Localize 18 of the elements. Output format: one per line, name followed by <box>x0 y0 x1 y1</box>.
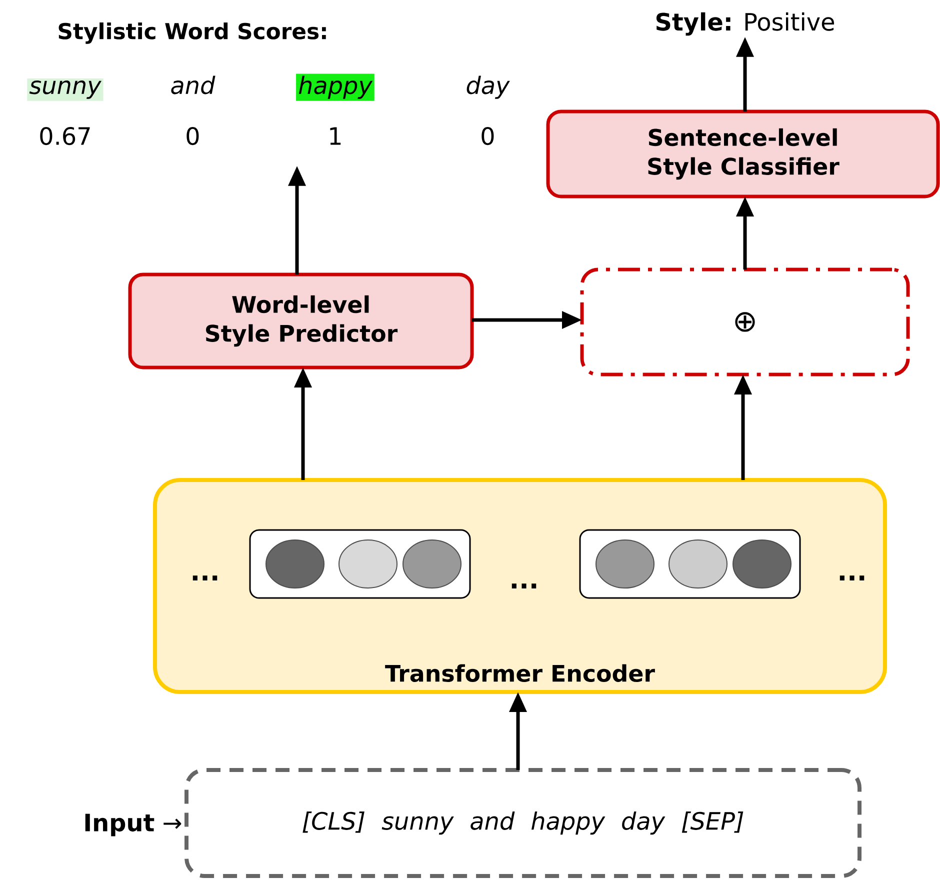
word: day <box>466 76 510 99</box>
input-label: Input → <box>85 814 182 836</box>
score-value: 0.67 <box>40 126 90 146</box>
ellipsis: ... <box>840 576 864 580</box>
module-box: Sentence-level Style Classifier <box>546 110 940 198</box>
word: happy <box>296 74 374 101</box>
module-box: Word-level Style Predictor <box>128 272 474 370</box>
combine-box: ⊕ <box>580 268 910 376</box>
ellipsis: ... <box>192 576 218 580</box>
ellipsis: ... <box>512 584 536 588</box>
word: sunny <box>27 78 104 101</box>
heading: Stylistic Word Scores: <box>58 22 326 44</box>
output-label: Style: Positive <box>656 12 834 36</box>
score-value: 0 <box>186 126 199 146</box>
input-box: [CLS] sunny and happy day [SEP] <box>184 768 862 878</box>
score-value: 1 <box>330 127 341 145</box>
word: and <box>171 76 216 94</box>
score-value: 0 <box>482 126 494 146</box>
